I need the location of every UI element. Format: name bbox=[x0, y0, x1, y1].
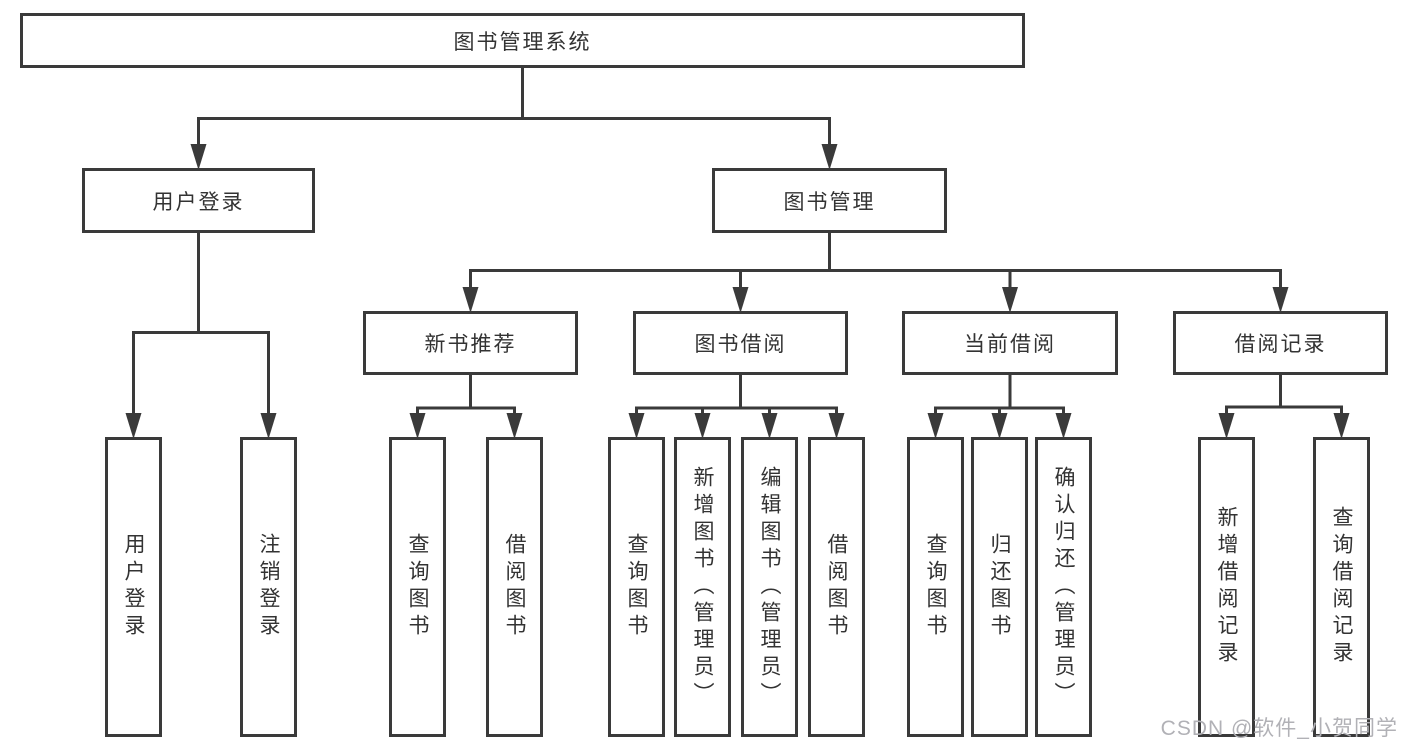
arrowhead-icon bbox=[694, 413, 711, 439]
node-book-borrowing: 图书借阅 bbox=[633, 311, 848, 375]
arrowhead-icon bbox=[462, 287, 479, 313]
node-book-management: 图书管理 bbox=[712, 168, 947, 233]
connector-currentborrow-to-leaves bbox=[927, 375, 1072, 439]
leaf-borrow-books-borrow: 借阅图书 bbox=[808, 437, 865, 737]
arrowhead-icon bbox=[991, 413, 1008, 439]
leaf-edit-book-admin: 编辑图书（管理员） bbox=[741, 437, 798, 737]
leaf-query-books-newrec: 查询图书 bbox=[389, 437, 446, 737]
node-new-book-recommend-label: 新书推荐 bbox=[424, 333, 517, 356]
arrowhead-icon bbox=[260, 413, 277, 439]
leaf-return-books-label: 归还图书 bbox=[988, 533, 1011, 641]
arrowhead-icon bbox=[732, 287, 749, 313]
arrowhead-icon bbox=[1002, 287, 1018, 313]
connector-newbookrec-to-leaves bbox=[409, 375, 523, 439]
leaf-add-book-admin-label: 新增图书（管理员） bbox=[691, 465, 714, 709]
arrowhead-icon bbox=[1272, 287, 1289, 313]
arrowhead-icon bbox=[628, 413, 645, 439]
connector-bookborrow-to-leaves bbox=[628, 375, 845, 439]
leaf-query-books-newrec-label: 查询图书 bbox=[406, 533, 429, 641]
leaf-borrow-books-borrow-label: 借阅图书 bbox=[825, 533, 848, 641]
arrowhead-icon bbox=[1218, 413, 1235, 439]
arrowhead-icon bbox=[821, 144, 838, 170]
leaf-query-borrow-record-label: 查询借阅记录 bbox=[1330, 506, 1353, 668]
connector-root-to-level2 bbox=[190, 68, 838, 170]
leaf-confirm-return-admin: 确认归还（管理员） bbox=[1035, 437, 1092, 737]
arrowhead-icon bbox=[409, 413, 426, 439]
arrowhead-icon bbox=[506, 413, 523, 439]
connector-borrowrecord-to-leaves bbox=[1218, 375, 1350, 439]
leaf-query-books-current-label: 查询图书 bbox=[924, 533, 947, 641]
arrowhead-icon bbox=[1055, 413, 1072, 439]
leaf-query-books-borrow: 查询图书 bbox=[608, 437, 665, 737]
node-book-borrowing-label: 图书借阅 bbox=[694, 333, 787, 356]
node-user-login: 用户登录 bbox=[82, 168, 315, 233]
leaf-add-borrow-record: 新增借阅记录 bbox=[1198, 437, 1255, 737]
csdn-watermark: CSDN @软件_小贺同学 bbox=[1160, 717, 1398, 740]
arrowhead-icon bbox=[125, 413, 142, 439]
leaf-query-books-current: 查询图书 bbox=[907, 437, 964, 737]
node-borrowing-records: 借阅记录 bbox=[1173, 311, 1388, 375]
leaf-return-books: 归还图书 bbox=[971, 437, 1028, 737]
node-current-borrowing: 当前借阅 bbox=[902, 311, 1118, 375]
leaf-user-login: 用户登录 bbox=[105, 437, 162, 737]
node-borrowing-records-label: 借阅记录 bbox=[1234, 333, 1327, 356]
leaf-query-books-borrow-label: 查询图书 bbox=[625, 533, 648, 641]
leaf-confirm-return-admin-label: 确认归还（管理员） bbox=[1052, 465, 1075, 709]
leaf-user-login-label: 用户登录 bbox=[122, 533, 145, 641]
arrowhead-icon bbox=[828, 413, 845, 439]
leaf-add-book-admin: 新增图书（管理员） bbox=[674, 437, 731, 737]
leaf-query-borrow-record: 查询借阅记录 bbox=[1313, 437, 1370, 737]
node-current-borrowing-label: 当前借阅 bbox=[964, 333, 1056, 356]
leaf-borrow-books-newrec: 借阅图书 bbox=[486, 437, 543, 737]
node-book-management-label: 图书管理 bbox=[783, 190, 876, 214]
node-new-book-recommend: 新书推荐 bbox=[363, 311, 578, 375]
connector-bookmgmt-to-level3 bbox=[462, 233, 1289, 313]
leaf-logout: 注销登录 bbox=[240, 437, 297, 737]
leaf-borrow-books-newrec-label: 借阅图书 bbox=[503, 533, 526, 641]
arrowhead-icon bbox=[190, 144, 207, 170]
arrowhead-icon bbox=[927, 413, 944, 439]
node-root-label: 图书管理系统 bbox=[453, 30, 592, 54]
connector-userlogin-to-leaves bbox=[125, 233, 277, 439]
arrowhead-icon bbox=[761, 413, 778, 439]
arrowhead-icon bbox=[1333, 413, 1350, 439]
node-user-login-label: 用户登录 bbox=[152, 190, 245, 214]
leaf-edit-book-admin-label: 编辑图书（管理员） bbox=[758, 465, 781, 709]
leaf-add-borrow-record-label: 新增借阅记录 bbox=[1215, 506, 1238, 668]
node-root: 图书管理系统 bbox=[20, 13, 1025, 68]
leaf-logout-label: 注销登录 bbox=[257, 533, 280, 641]
